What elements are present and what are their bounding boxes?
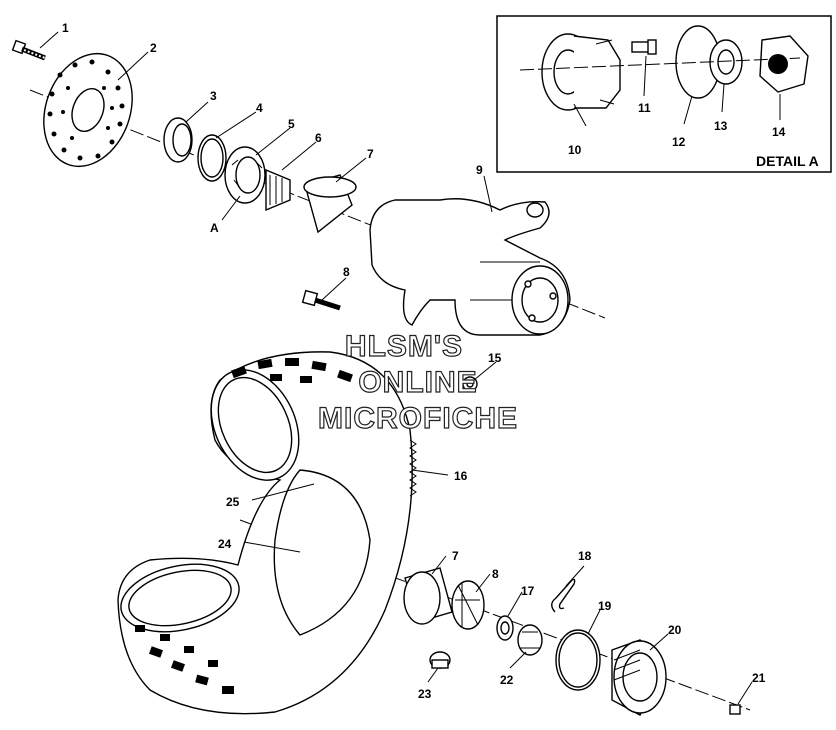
brake-disc-part-2 xyxy=(43,52,133,168)
callout-1: 1 xyxy=(62,21,69,35)
valve-part-23 xyxy=(429,651,451,669)
callout-25: 25 xyxy=(226,495,240,509)
callout-7-upper: 7 xyxy=(367,147,374,161)
callout-14: 14 xyxy=(772,125,786,139)
tire-part-16 xyxy=(117,351,417,715)
callout-7-lower: 7 xyxy=(452,549,459,563)
callout-11: 11 xyxy=(638,101,651,115)
watermark-line-3: MICROFICHE xyxy=(318,402,518,435)
callout-16: 16 xyxy=(454,469,468,483)
callout-17: 17 xyxy=(521,584,535,598)
callout-19: 19 xyxy=(598,599,612,613)
bolt-part-1 xyxy=(11,39,46,61)
callout-10: 10 xyxy=(568,143,582,157)
watermark: HLSM'S ONLINE MICROFICHE xyxy=(317,329,518,435)
callout-2: 2 xyxy=(150,41,157,55)
callout-5: 5 xyxy=(288,117,295,131)
callout-13: 13 xyxy=(714,119,728,133)
nut-part-22 xyxy=(517,624,543,656)
o-ring-part-19 xyxy=(555,629,601,691)
detail-a-title: DETAIL A xyxy=(756,153,819,169)
watermark-line-2: ONLINE xyxy=(358,366,477,399)
callout-4: 4 xyxy=(256,101,263,115)
callout-3: 3 xyxy=(210,89,217,103)
detail-part-13 xyxy=(709,39,743,85)
callout-12: 12 xyxy=(672,135,686,149)
callout-24: 24 xyxy=(218,537,232,551)
bearing-part-8-lower xyxy=(451,580,485,630)
callout-15: 15 xyxy=(488,351,502,365)
race-part-7-upper xyxy=(303,174,357,234)
hub-cap-part-20 xyxy=(611,639,667,716)
race-part-7-lower xyxy=(403,567,453,625)
cotter-pin-part-18 xyxy=(551,578,576,613)
detail-part-11 xyxy=(631,39,657,55)
callout-6: 6 xyxy=(315,131,322,145)
detail-a-box xyxy=(496,15,832,173)
callout-22: 22 xyxy=(500,673,514,687)
detail-part-10 xyxy=(541,33,621,111)
bolt-part-21 xyxy=(729,704,741,715)
cone-part-6 xyxy=(265,168,291,212)
leader-lines xyxy=(39,31,781,705)
callout-a: A xyxy=(210,221,219,235)
callout-23: 23 xyxy=(418,687,432,701)
nut-part-15 xyxy=(462,376,478,392)
washer-part-17 xyxy=(496,615,514,641)
callout-8-lower: 8 xyxy=(492,567,499,581)
callout-9: 9 xyxy=(476,163,483,177)
bolt-part-8 xyxy=(301,289,341,311)
callout-labels: 1 2 3 4 5 6 7 8 9 10 11 12 13 14 15 16 1… xyxy=(62,21,819,701)
bearing-part-5 xyxy=(224,146,266,204)
snap-ring-part-4 xyxy=(197,134,227,182)
callout-8-upper: 8 xyxy=(343,265,350,279)
callout-18: 18 xyxy=(578,549,592,563)
seal-part-3 xyxy=(163,117,193,163)
callout-21: 21 xyxy=(752,671,766,685)
knuckle-hub-part-9 xyxy=(369,198,571,336)
callout-20: 20 xyxy=(668,623,682,637)
watermark-line-1: HLSM'S xyxy=(345,330,463,363)
detail-part-14 xyxy=(759,35,809,93)
